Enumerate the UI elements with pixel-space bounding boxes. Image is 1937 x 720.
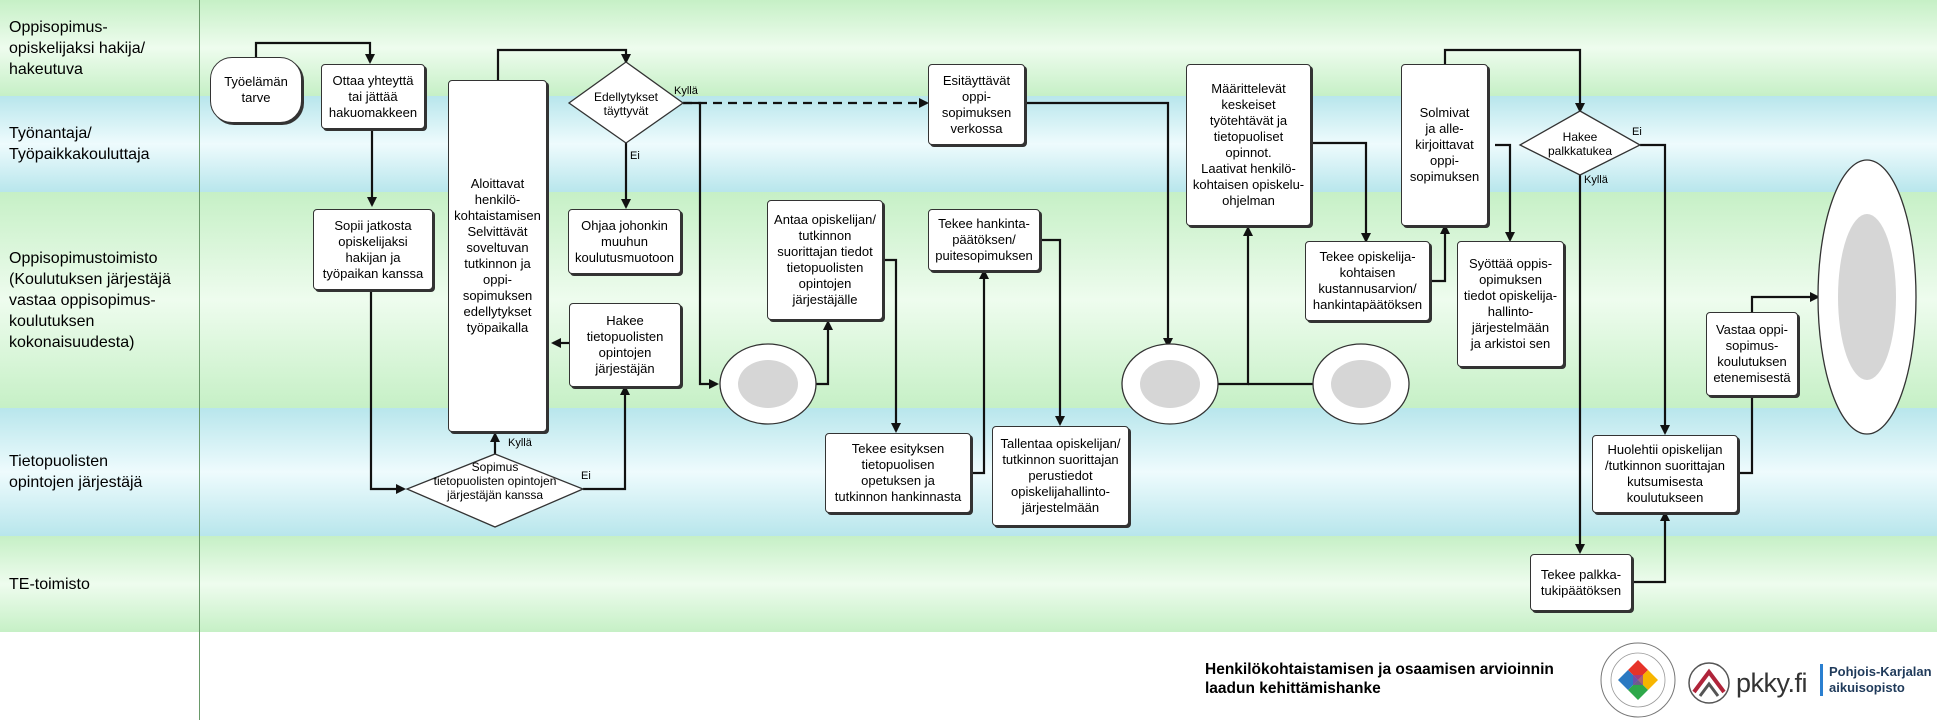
node-start: Työelämän tarve bbox=[210, 57, 302, 123]
label-conditions-yes: Kyllä bbox=[674, 85, 698, 97]
pohjois-karjala-logo-text: Pohjois-Karjalan aikuisopisto bbox=[1820, 664, 1932, 696]
edge-prefill-ellipse2 bbox=[1025, 101, 1173, 348]
lane-label-employer: Työnantaja/ Työpaikkakouluttaja bbox=[0, 96, 200, 192]
label-conditions-no: Ei bbox=[630, 150, 640, 162]
footer-project-title: Henkilökohtaistamisen ja osaamisen arvio… bbox=[1205, 661, 1554, 697]
node-wage-decision: Tekee palkka- tukipäätöksen bbox=[1530, 554, 1632, 611]
edge-proposal-procurement bbox=[971, 269, 989, 475]
edge-contract-seek bbox=[583, 385, 630, 491]
label-contract-no: Ei bbox=[581, 470, 591, 482]
lane-label-apprenticeship-office: Oppisopimustoimisto (Koulutuksen järjest… bbox=[0, 192, 200, 408]
node-personalize: Aloittavat henkilö- kohtaistamisen Selvi… bbox=[448, 80, 547, 432]
node-prefill: Esitäyttävät oppi- sopimuksen verkossa bbox=[928, 64, 1025, 145]
decision-wage bbox=[1518, 110, 1642, 176]
decision-contract bbox=[405, 453, 585, 528]
node-progress: Vastaa oppi- sopimus- koulutuksen etenem… bbox=[1706, 312, 1798, 396]
edge-summon-progress bbox=[1738, 384, 1757, 475]
decision-wage-text: Hakee palkkatukea bbox=[1547, 130, 1613, 158]
node-enter-data: Syöttää oppis- opimuksen tiedot opiskeli… bbox=[1457, 241, 1564, 367]
edge-ellipse2-define bbox=[1218, 226, 1253, 386]
node-cost-estimate: Tekee opiskelija- kohtaisen kustannusarv… bbox=[1305, 241, 1430, 321]
decision-conditions-text: Edellytykset täyttyvät bbox=[593, 90, 659, 118]
edge-cost-sign bbox=[1430, 224, 1450, 283]
node-seek-provider: Hakee tietopuolisten opintojen järjestäj… bbox=[569, 303, 681, 387]
lane-label-applicant: Oppisopimus- opiskelijaksi hakija/ hakeu… bbox=[0, 0, 200, 96]
decision-conditions bbox=[567, 61, 685, 144]
edge-sign-enterdata bbox=[1495, 143, 1515, 242]
edge-wage-summon bbox=[1640, 143, 1670, 435]
lane-provider: Tietopuolisten opintojen järjestäjä bbox=[0, 408, 1937, 537]
edge-procurement-store bbox=[1040, 238, 1065, 426]
lane-label-te-office: TE-toimisto bbox=[0, 536, 200, 632]
label-wage-yes: Kyllä bbox=[1584, 174, 1608, 186]
label-wage-no: Ei bbox=[1632, 126, 1642, 138]
node-agree-student: Sopii jatkosta opiskelijaksi hakijan ja … bbox=[313, 209, 433, 290]
edge-personalize-conditions bbox=[496, 48, 631, 80]
edge-start-contact bbox=[254, 41, 375, 64]
node-redirect: Ohjaa johonkin muuhun koulutusmuotoon bbox=[568, 209, 681, 274]
edge-define-cost bbox=[1310, 141, 1371, 243]
node-give-info: Antaa opiskelijan/ tutkinnon suorittajan… bbox=[767, 200, 883, 320]
opetushallitus-seal-logo bbox=[1600, 642, 1676, 718]
node-summon: Huolehtii opiskelijan /tutkinnon suoritt… bbox=[1592, 435, 1738, 513]
node-sign: Solmivat ja alle- kirjoittavat oppi- sop… bbox=[1401, 64, 1488, 226]
edge-progress-end bbox=[1750, 292, 1820, 312]
label-contract-yes: Kyllä bbox=[508, 437, 532, 449]
pkky-logo-text: pkky.fi bbox=[1736, 668, 1808, 698]
footer-label-cell bbox=[0, 632, 200, 720]
edge-giveinfo-proposal bbox=[881, 258, 901, 433]
node-contact: Ottaa yhteyttä tai jättää hakuomakkeen bbox=[321, 64, 425, 129]
node-store: Tallentaa opiskelijan/ tutkinnon suoritt… bbox=[992, 426, 1129, 526]
decision-contract-text: Sopimus tietopuolisten opintojen järjest… bbox=[433, 460, 557, 502]
edge-sign-wage bbox=[1443, 48, 1585, 113]
pkky-emblem-icon bbox=[1688, 662, 1730, 704]
edge-conditions-ellipse1 bbox=[683, 101, 719, 389]
edge-agree-contract bbox=[369, 290, 406, 494]
node-proposal: Tekee esityksen tietopuolisen opetuksen … bbox=[825, 433, 971, 513]
lane-label-provider: Tietopuolisten opintojen järjestäjä bbox=[0, 408, 200, 536]
edge-decision-summon bbox=[1632, 511, 1670, 584]
node-procurement: Tekee hankinta- päätöksen/ puitesopimuks… bbox=[928, 209, 1040, 271]
edge-ellipse1-giveinfo bbox=[816, 320, 833, 386]
node-define-tasks: Määrittelevät keskeiset työtehtävät ja t… bbox=[1186, 64, 1311, 226]
